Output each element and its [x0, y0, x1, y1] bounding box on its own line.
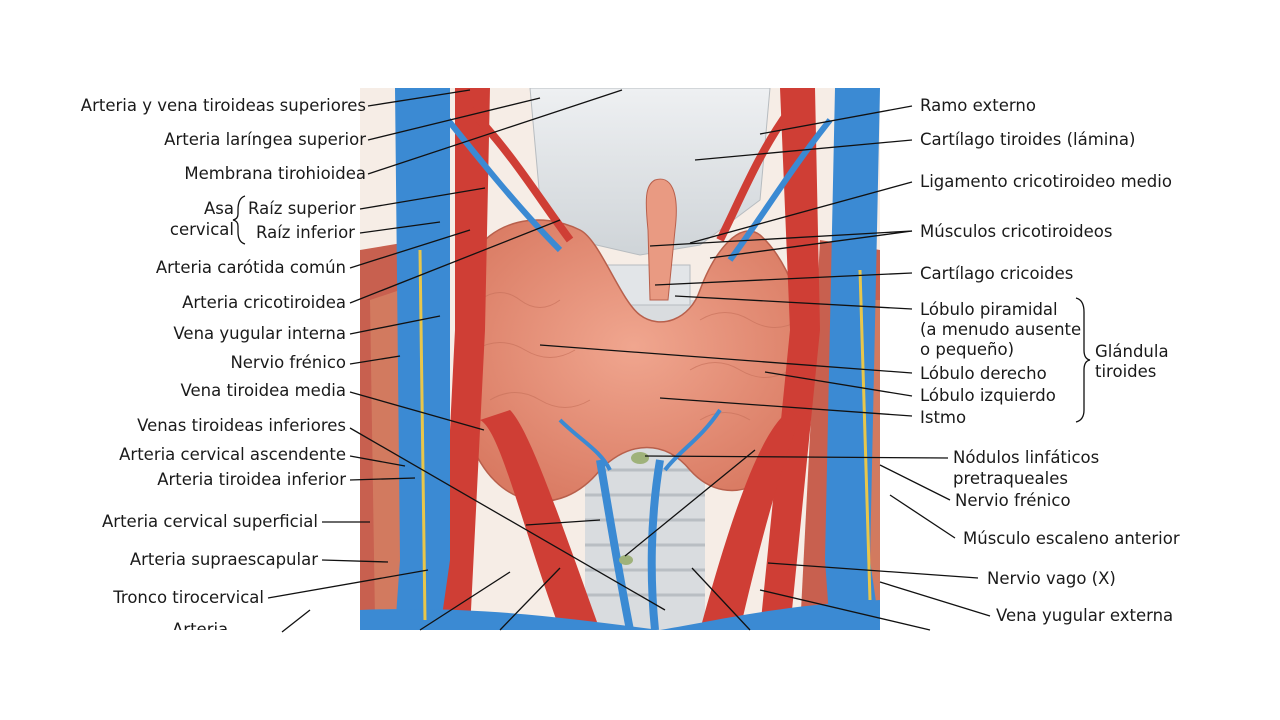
- label-cartilago-cricoides: Cartílago cricoides: [920, 264, 1074, 283]
- label-glandula-2: tiroides: [1095, 362, 1157, 381]
- label-musculo-escaleno-anterior: Músculo escaleno anterior: [963, 529, 1180, 548]
- label-lobulo-piramidal-2: (a menudo ausente: [920, 320, 1082, 339]
- label-arteria-tiroidea-inferior: Arteria tiroidea inferior: [157, 470, 346, 489]
- illustration-body: [360, 88, 880, 630]
- left-common-carotid: [440, 88, 490, 630]
- label-cervical: cervical: [169, 220, 234, 239]
- label-arteria-supraescapular: Arteria supraescapular: [129, 550, 318, 569]
- label-nodulos-2: pretraqueales: [953, 469, 1068, 488]
- label-arteria-vena-tiroideas-superiores: Arteria y vena tiroideas superiores: [80, 96, 366, 115]
- label-musculos-cricotiroideos: Músculos cricotiroideos: [920, 222, 1113, 241]
- label-lobulo-derecho: Lóbulo derecho: [920, 364, 1047, 383]
- label-raiz-inferior: Raíz inferior: [256, 223, 355, 242]
- label-vena-yugular-externa: Vena yugular externa: [996, 606, 1174, 625]
- label-arteria-cervical-superficial: Arteria cervical superficial: [102, 512, 318, 531]
- asa-cervical-brace: [232, 195, 246, 245]
- leader-lines: [232, 89, 1091, 633]
- label-ligamento-cricotiroideo-medio: Ligamento cricotiroideo medio: [920, 172, 1172, 191]
- label-arteria-cricotiroidea: Arteria cricotiroidea: [182, 293, 346, 312]
- label-cartilago-tiroides: Cartílago tiroides (lámina): [920, 130, 1136, 149]
- glandula-tiroides-brace: [1075, 297, 1091, 423]
- label-lobulo-izquierdo: Lóbulo izquierdo: [920, 386, 1056, 405]
- label-arteria-cut: Arteria: [172, 620, 229, 630]
- label-asa: Asa: [204, 199, 234, 218]
- label-nervio-frenico-right: Nervio frénico: [955, 491, 1071, 510]
- label-nervio-frenico-left: Nervio frénico: [230, 353, 346, 372]
- label-istmo: Istmo: [920, 408, 967, 427]
- right-common-carotid: [760, 88, 820, 630]
- label-tronco-tirocervical: Tronco tirocervical: [113, 588, 264, 607]
- label-vena-yugular-interna: Vena yugular interna: [173, 324, 346, 343]
- label-arteria-laringea-superior: Arteria laríngea superior: [164, 130, 366, 149]
- pyramidal-lobe: [645, 178, 677, 301]
- label-lobulo-piramidal-1: Lóbulo piramidal: [920, 300, 1058, 319]
- label-nervio-vago: Nervio vago (X): [987, 569, 1116, 588]
- label-membrana-tirohioidea: Membrana tirohioidea: [184, 164, 366, 183]
- label-vena-tiroidea-media: Vena tiroidea media: [180, 381, 347, 400]
- label-arteria-cervical-ascendente: Arteria cervical ascendente: [119, 445, 346, 464]
- label-arteria-carotida-comun: Arteria carótida común: [155, 258, 346, 277]
- label-glandula-1: Glándula: [1095, 342, 1169, 361]
- label-nodulos-1: Nódulos linfáticos: [953, 448, 1100, 467]
- label-venas-tiroideas-inferiores: Venas tiroideas inferiores: [137, 416, 346, 435]
- label-lobulo-piramidal-3: o pequeño): [920, 340, 1015, 359]
- label-raiz-superior: Raíz superior: [248, 199, 356, 218]
- label-ramo-externo: Ramo externo: [920, 96, 1036, 115]
